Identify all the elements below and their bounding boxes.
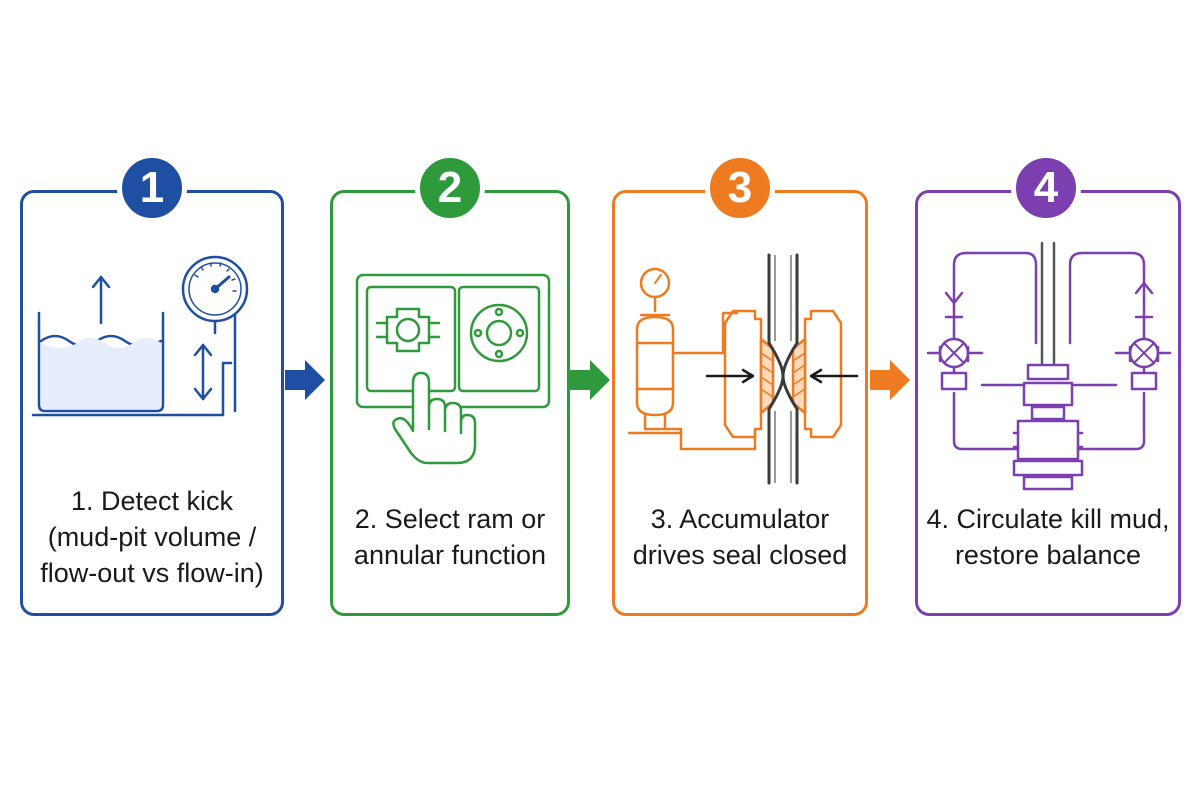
step-4-badge: 4	[1011, 153, 1081, 223]
step-3-card: 3. Accumulator drives seal closed	[612, 190, 868, 616]
step-2-card: 2. Select ram or annular function	[330, 190, 570, 616]
step-3-badge: 3	[705, 153, 775, 223]
step-3-line-1: 3. Accumulator	[650, 504, 830, 534]
step-1-card: 1. Detect kick (mud-pit volume / flow-ou…	[20, 190, 284, 616]
bop-stack-circulation-icon	[926, 241, 1172, 491]
step-1-line-3: flow-out vs flow-in)	[40, 558, 264, 588]
step-4-card: 4. Circulate kill mud, restore balance	[915, 190, 1181, 616]
mud-pit-gauge-icon	[31, 255, 249, 417]
step-1-caption: 1. Detect kick (mud-pit volume / flow-ou…	[23, 483, 281, 591]
arrow-1-2	[285, 360, 325, 400]
step-2-caption: 2. Select ram or annular function	[333, 501, 567, 573]
step-2-line-1: 2. Select ram or	[354, 504, 546, 534]
step-2-line-2: annular function	[353, 540, 547, 570]
arrow-3-4	[870, 360, 910, 400]
arrow-2-3	[570, 360, 610, 400]
step-3-line-2: drives seal closed	[632, 540, 848, 570]
accumulator-ram-icon	[627, 253, 859, 485]
step-1-line-1: 1. Detect kick	[70, 486, 234, 516]
step-3-caption: 3. Accumulator drives seal closed	[615, 501, 865, 573]
step-4-caption: 4. Circulate kill mud, restore balance	[918, 501, 1178, 573]
step-1-badge: 1	[117, 153, 187, 223]
step-1-line-2: (mud-pit volume /	[47, 522, 257, 552]
step-4-line-2: restore balance	[954, 540, 1142, 570]
step-2-badge: 2	[415, 153, 485, 223]
step-4-line-1: 4. Circulate kill mud,	[926, 504, 1170, 534]
control-panel-hand-icon	[355, 273, 551, 465]
